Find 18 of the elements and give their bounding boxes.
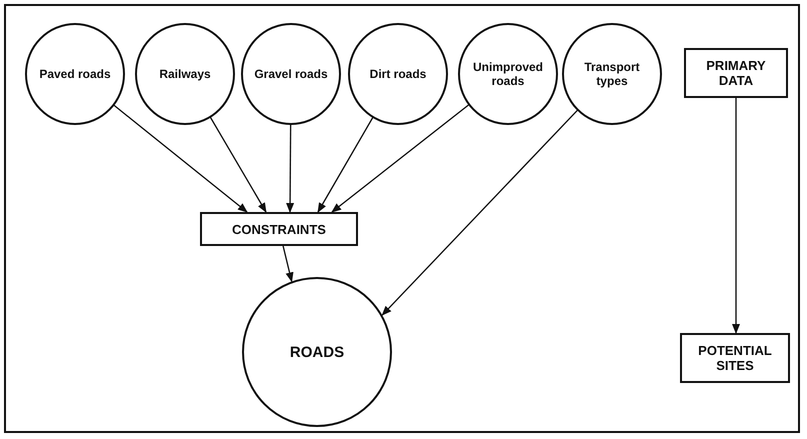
process-box: PRIMARY DATA xyxy=(684,48,788,98)
circle-node: Paved roads xyxy=(25,23,125,125)
circle-node: Transport types xyxy=(562,23,662,125)
arrow xyxy=(114,104,248,213)
circle-node: Dirt roads xyxy=(348,23,448,125)
circle-node: Gravel roads xyxy=(241,23,341,125)
arrow xyxy=(732,98,740,334)
process-box: POTENTIAL SITES xyxy=(680,333,790,383)
arrow xyxy=(382,110,578,316)
arrow xyxy=(331,104,470,213)
arrow xyxy=(282,246,294,282)
arrow xyxy=(210,116,267,213)
circle-node: ROADS xyxy=(242,277,392,427)
process-box: CONSTRAINTS xyxy=(200,212,358,246)
arrow xyxy=(286,124,294,213)
circle-node: Railways xyxy=(135,23,235,125)
circle-node: Unimproved roads xyxy=(458,23,558,125)
arrow xyxy=(317,116,374,213)
